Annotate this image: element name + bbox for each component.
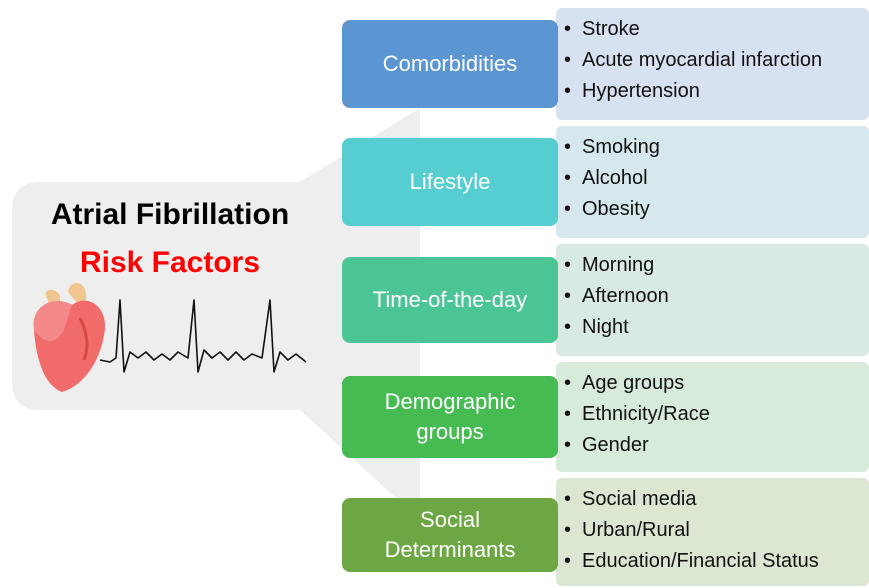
- list-item: Ethnicity/Race: [564, 399, 869, 430]
- list-item: Social media: [564, 484, 869, 515]
- list-item: Alcohol: [564, 163, 869, 194]
- items-panel: Age groups Ethnicity/Race Gender: [556, 362, 869, 472]
- list-item: Urban/Rural: [564, 515, 869, 546]
- list-item: Obesity: [564, 194, 869, 225]
- items-panel: Morning Afternoon Night: [556, 244, 869, 356]
- list-item: Night: [564, 312, 869, 343]
- list-item: Afternoon: [564, 281, 869, 312]
- list-item: Stroke: [564, 14, 869, 45]
- ecg-waveform-icon: [99, 299, 307, 373]
- list-item: Gender: [564, 430, 869, 461]
- category-box: Social Determinants: [342, 498, 558, 572]
- heart-icon: [33, 282, 106, 392]
- list-item: Acute myocardial infarction: [564, 45, 869, 76]
- items-panel: Social media Urban/Rural Education/Finan…: [556, 478, 869, 586]
- category-box: Time-of-the-day: [342, 257, 558, 343]
- category-box: Demographic groups: [342, 376, 558, 458]
- list-item: Smoking: [564, 132, 869, 163]
- list-item: Morning: [564, 250, 869, 281]
- main-subtitle: Risk Factors: [79, 246, 261, 279]
- main-title: Atrial Fibrillation: [50, 198, 290, 231]
- items-panel: Smoking Alcohol Obesity: [556, 126, 869, 238]
- list-item: Education/Financial Status: [564, 546, 869, 577]
- category-box: Lifestyle: [342, 138, 558, 226]
- list-item: Hypertension: [564, 76, 869, 107]
- connector-funnel: [12, 108, 420, 520]
- list-item: Age groups: [564, 368, 869, 399]
- items-panel: Stroke Acute myocardial infarction Hyper…: [556, 8, 869, 120]
- category-box: Comorbidities: [342, 20, 558, 108]
